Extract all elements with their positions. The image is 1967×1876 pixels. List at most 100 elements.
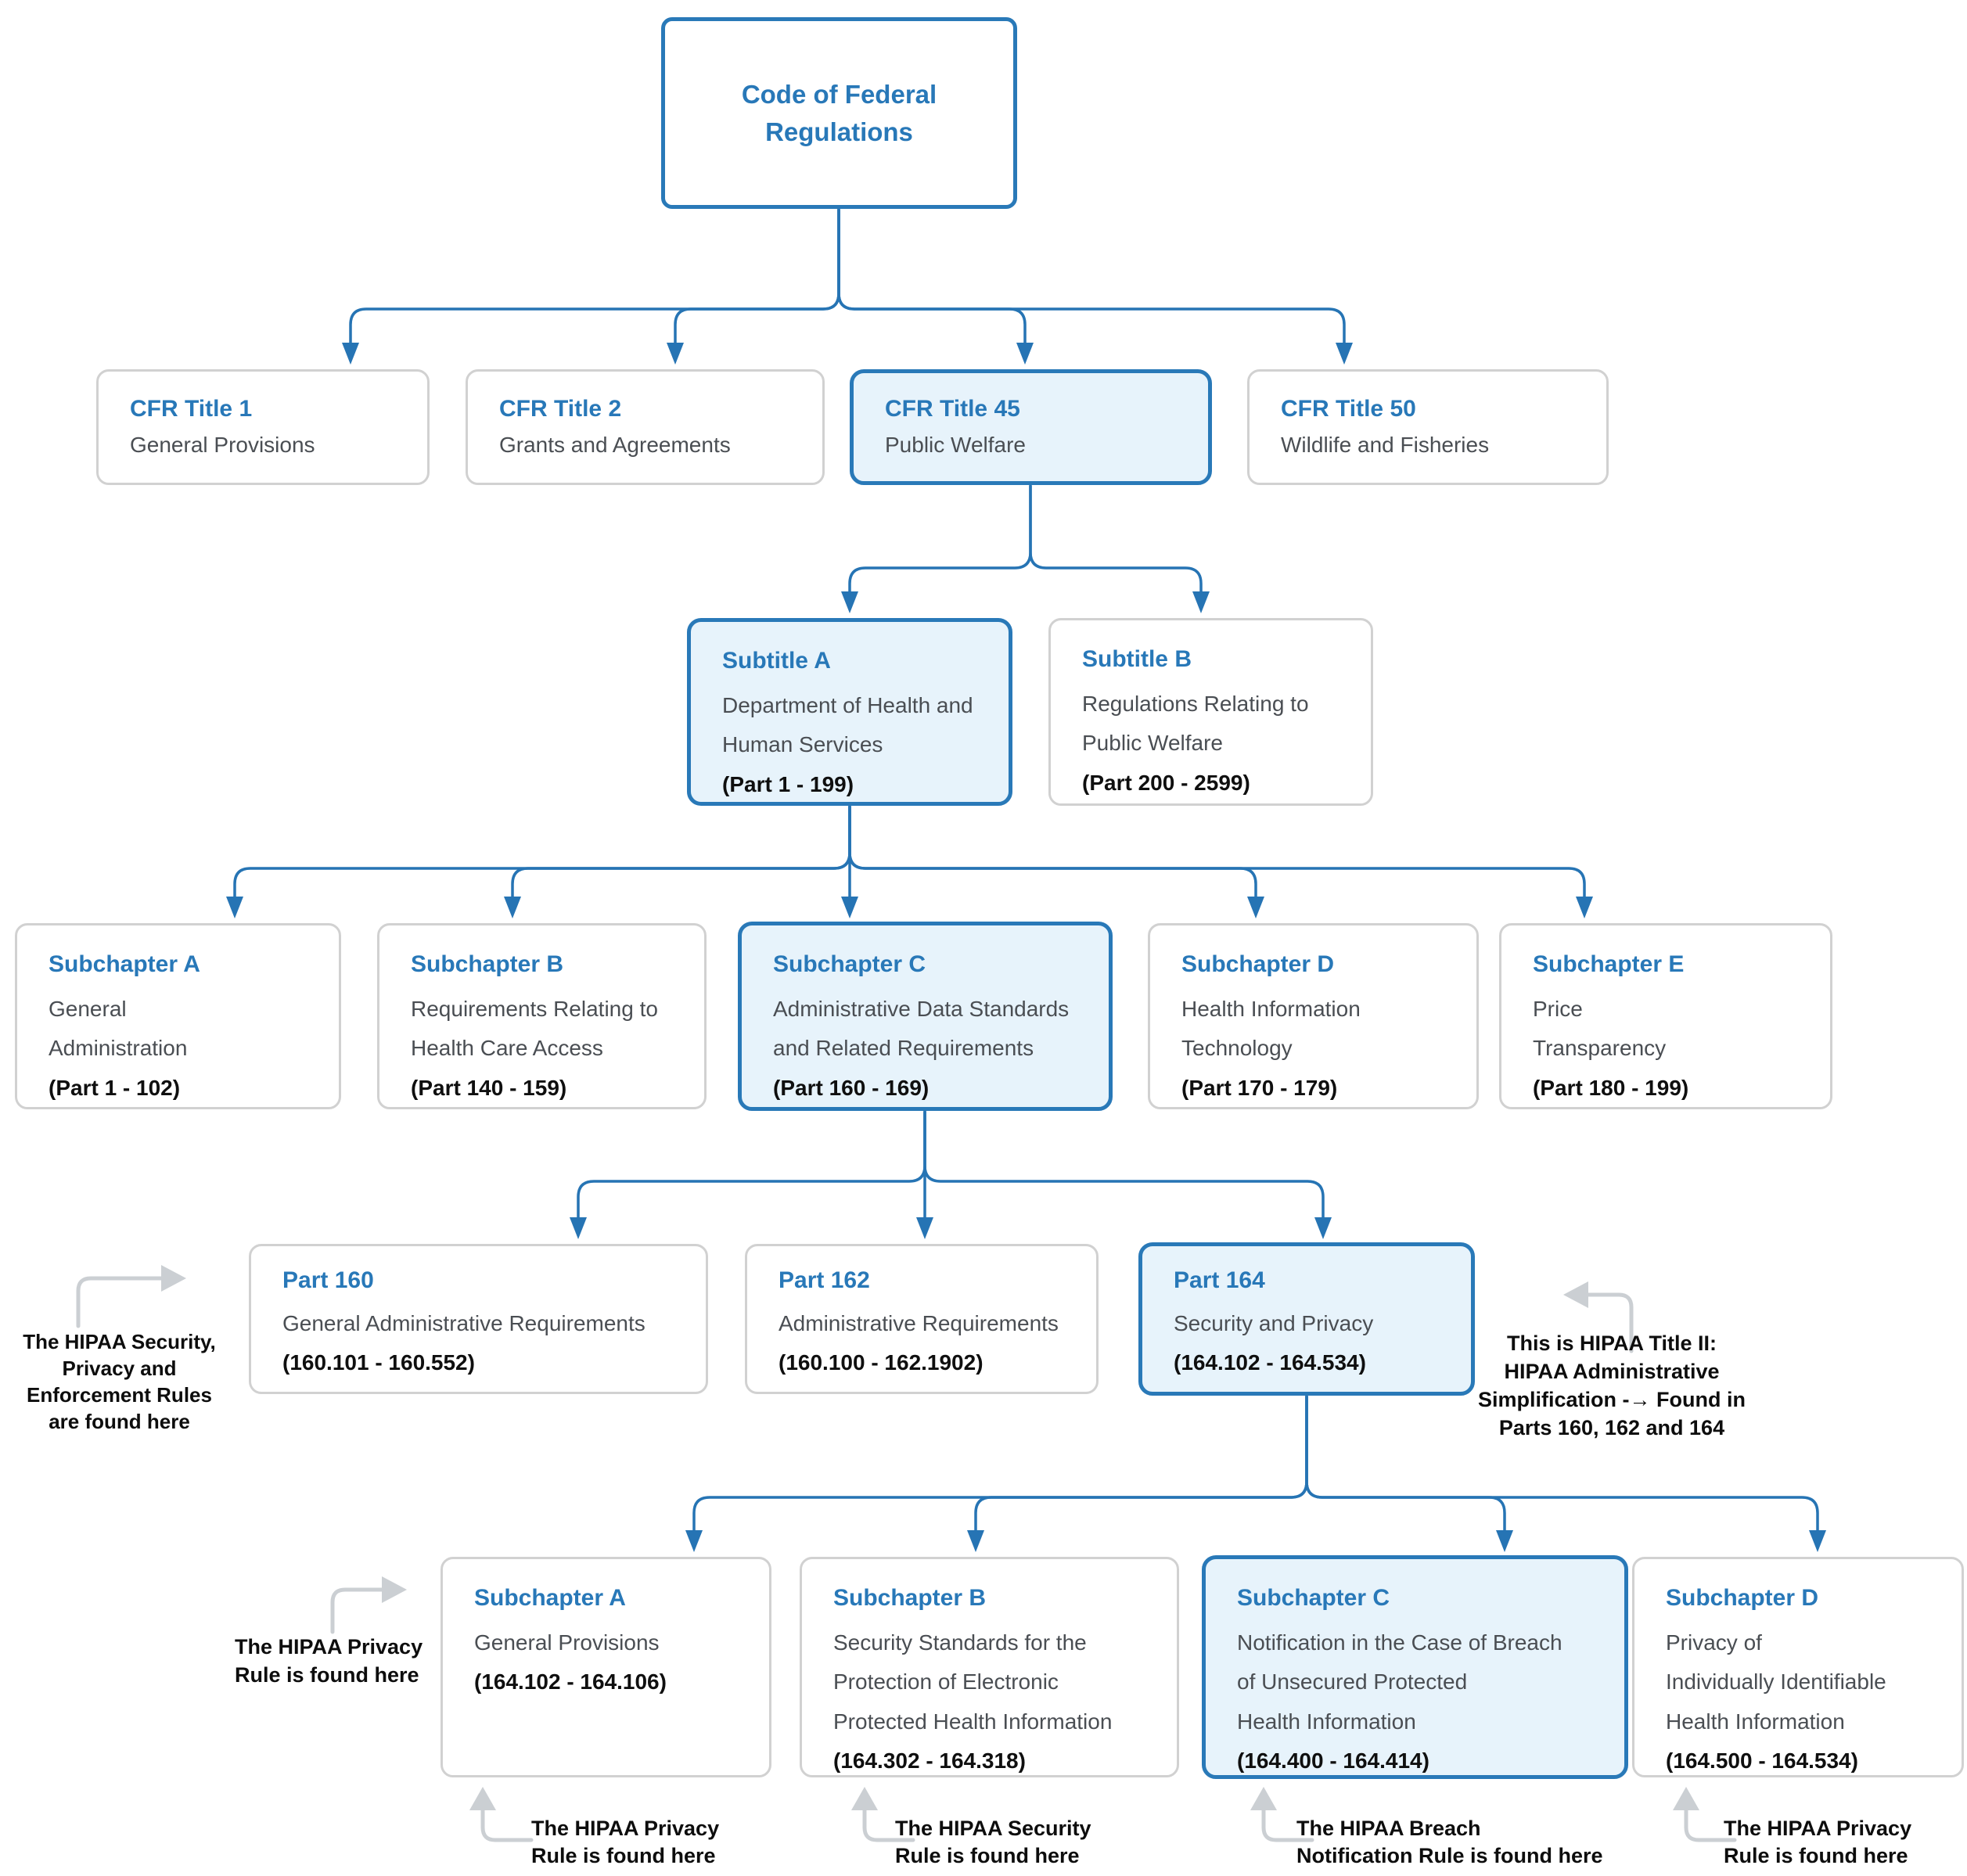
node-description: Notification in the Case of Breach of Un… xyxy=(1237,1630,1562,1734)
node-description: Security and Privacy xyxy=(1174,1311,1374,1335)
node-title: CFR Title 50 xyxy=(1281,395,1416,422)
node-title: Code of Federal Regulations xyxy=(741,79,937,146)
node-title: Subchapter B xyxy=(833,1585,987,1611)
arrow-down-icon xyxy=(967,1530,984,1552)
node-part-range: (164.400 - 164.414) xyxy=(1237,1748,1429,1774)
node-description: Price Transparency xyxy=(1533,997,1667,1061)
annotation-privacy-rule-bottom-a: The HIPAA Privacy Rule is found here xyxy=(531,1817,720,1868)
node-subchapter-d: Subchapter D Health Information Technolo… xyxy=(1148,923,1479,1109)
node-title: Subchapter E xyxy=(1533,951,1685,977)
node-cfr-title-50: CFR Title 50 Wildlife and Fisheries xyxy=(1247,369,1609,485)
annotation-connector xyxy=(1684,1806,1737,1842)
arrow-down-icon xyxy=(504,897,521,918)
node-cfr-root: Code of Federal Regulations xyxy=(661,17,1017,209)
node-description: Health Information Technology xyxy=(1181,997,1361,1061)
node-description: Privacy of Individually Identifiable Hea… xyxy=(1666,1630,1886,1734)
connector-line xyxy=(848,805,1586,903)
node-description: Security Standards for the Protection of… xyxy=(833,1630,1113,1734)
arrow-down-icon xyxy=(1016,343,1034,365)
node-title: Subchapter B xyxy=(411,951,564,977)
arrow-down-icon xyxy=(1247,897,1264,918)
node-subtitle-b: Subtitle B Regulations Relating to Publi… xyxy=(1048,618,1373,806)
arrow-down-icon xyxy=(570,1217,587,1239)
node-164-subchapter-c: Subchapter C Notification in the Case of… xyxy=(1202,1555,1628,1779)
connector-line xyxy=(848,805,1257,903)
connector-line xyxy=(923,1110,1325,1224)
node-title: Subchapter A xyxy=(474,1585,626,1611)
arrow-right-icon xyxy=(161,1265,186,1292)
node-part-range: (160.100 - 162.1902) xyxy=(779,1350,984,1375)
connector-line xyxy=(674,208,840,349)
annotation-connector xyxy=(480,1806,534,1842)
node-part-range: (164.500 - 164.534) xyxy=(1666,1748,1858,1774)
node-subchapter-e: Subchapter E Price Transparency (Part 18… xyxy=(1499,923,1832,1109)
node-description: Requirements Relating to Health Care Acc… xyxy=(411,997,658,1061)
node-description: General Provisions xyxy=(474,1630,660,1655)
node-cfr-title-2: CFR Title 2 Grants and Agreements xyxy=(466,369,825,485)
connector-line xyxy=(1029,484,1203,598)
node-part-range: (160.101 - 160.552) xyxy=(282,1350,475,1375)
node-title: Subtitle A xyxy=(722,648,831,674)
arrow-down-icon xyxy=(841,897,858,918)
annotation-connector xyxy=(330,1587,386,1634)
node-description: Regulations Relating to Public Welfare xyxy=(1082,692,1309,756)
arrow-right-icon xyxy=(382,1576,407,1603)
arrow-down-icon xyxy=(841,591,858,613)
arrow-down-icon xyxy=(916,1217,933,1239)
arrow-up-icon xyxy=(1673,1787,1699,1810)
node-title: Part 164 xyxy=(1174,1267,1265,1293)
node-title: Subtitle B xyxy=(1082,646,1192,672)
node-164-subchapter-d: Subchapter D Privacy of Individually Ide… xyxy=(1632,1557,1964,1777)
node-part-range: (Part 140 - 159) xyxy=(411,1075,567,1100)
node-subchapter-c: Subchapter C Administrative Data Standar… xyxy=(738,922,1113,1111)
annotation-hipaa-title-ii: This is HIPAA Title II: HIPAA Administra… xyxy=(1478,1332,1746,1439)
annotation-connector xyxy=(1586,1292,1634,1353)
annotation-connector xyxy=(76,1276,165,1328)
node-part-164: Part 164 Security and Privacy (164.102 -… xyxy=(1138,1242,1475,1396)
node-title: CFR Title 45 xyxy=(885,395,1020,422)
annotation-breach-rule-bottom-c: The HIPAA Breach Notification Rule is fo… xyxy=(1296,1817,1603,1868)
node-title: CFR Title 1 xyxy=(130,395,253,422)
arrow-up-icon xyxy=(851,1787,878,1810)
arrow-down-icon xyxy=(1496,1530,1513,1552)
connector-line xyxy=(511,805,851,903)
node-part-range: (Part 200 - 2599) xyxy=(1082,770,1250,795)
connector-line xyxy=(233,805,851,903)
arrow-down-icon xyxy=(1314,1217,1332,1239)
node-title: Subchapter D xyxy=(1666,1585,1819,1611)
node-title: Part 162 xyxy=(779,1267,870,1293)
connector-line xyxy=(848,484,1032,598)
node-cfr-title-1: CFR Title 1 General Provisions xyxy=(96,369,430,485)
node-description: General Administration xyxy=(49,997,188,1061)
arrow-down-icon xyxy=(1809,1530,1826,1552)
connector-line xyxy=(349,208,840,349)
arrow-up-icon xyxy=(469,1787,496,1810)
node-164-subchapter-b: Subchapter B Security Standards for the … xyxy=(800,1557,1179,1777)
node-title: Part 160 xyxy=(282,1267,374,1293)
annotation-privacy-rule-side: The HIPAA Privacy Rule is found here xyxy=(235,1635,423,1687)
annotation-privacy-rule-bottom-d: The HIPAA Privacy Rule is found here xyxy=(1724,1817,1912,1868)
arrow-down-icon xyxy=(667,343,684,365)
node-description: Grants and Agreements xyxy=(499,432,731,457)
node-part-162: Part 162 Administrative Requirements (16… xyxy=(745,1244,1099,1394)
connector-line xyxy=(1305,1395,1819,1536)
node-part-range: (Part 1 - 199) xyxy=(722,771,854,796)
arrow-down-icon xyxy=(1192,591,1210,613)
node-part-range: (Part 170 - 179) xyxy=(1181,1075,1338,1100)
node-part-range: (164.102 - 164.106) xyxy=(474,1669,667,1695)
node-cfr-title-45: CFR Title 45 Public Welfare xyxy=(850,369,1212,485)
node-subtitle-a: Subtitle A Department of Health and Huma… xyxy=(687,618,1012,806)
node-subchapter-a: Subchapter A General Administration (Par… xyxy=(15,923,341,1109)
arrow-down-icon xyxy=(342,343,359,365)
node-title: Subchapter A xyxy=(49,951,200,977)
connector-line xyxy=(577,1110,926,1224)
node-subchapter-b: Subchapter B Requirements Relating to He… xyxy=(377,923,707,1109)
annotation-part-160-rules: The HIPAA Security, Privacy and Enforcem… xyxy=(23,1330,216,1434)
node-title: Subchapter D xyxy=(1181,951,1335,977)
node-description: Department of Health and Human Services xyxy=(722,693,973,757)
node-description: Public Welfare xyxy=(885,432,1027,457)
node-part-range: (Part 180 - 199) xyxy=(1533,1075,1689,1100)
connector-line xyxy=(837,208,1027,349)
node-description: Administrative Data Standards and Relate… xyxy=(773,997,1070,1061)
